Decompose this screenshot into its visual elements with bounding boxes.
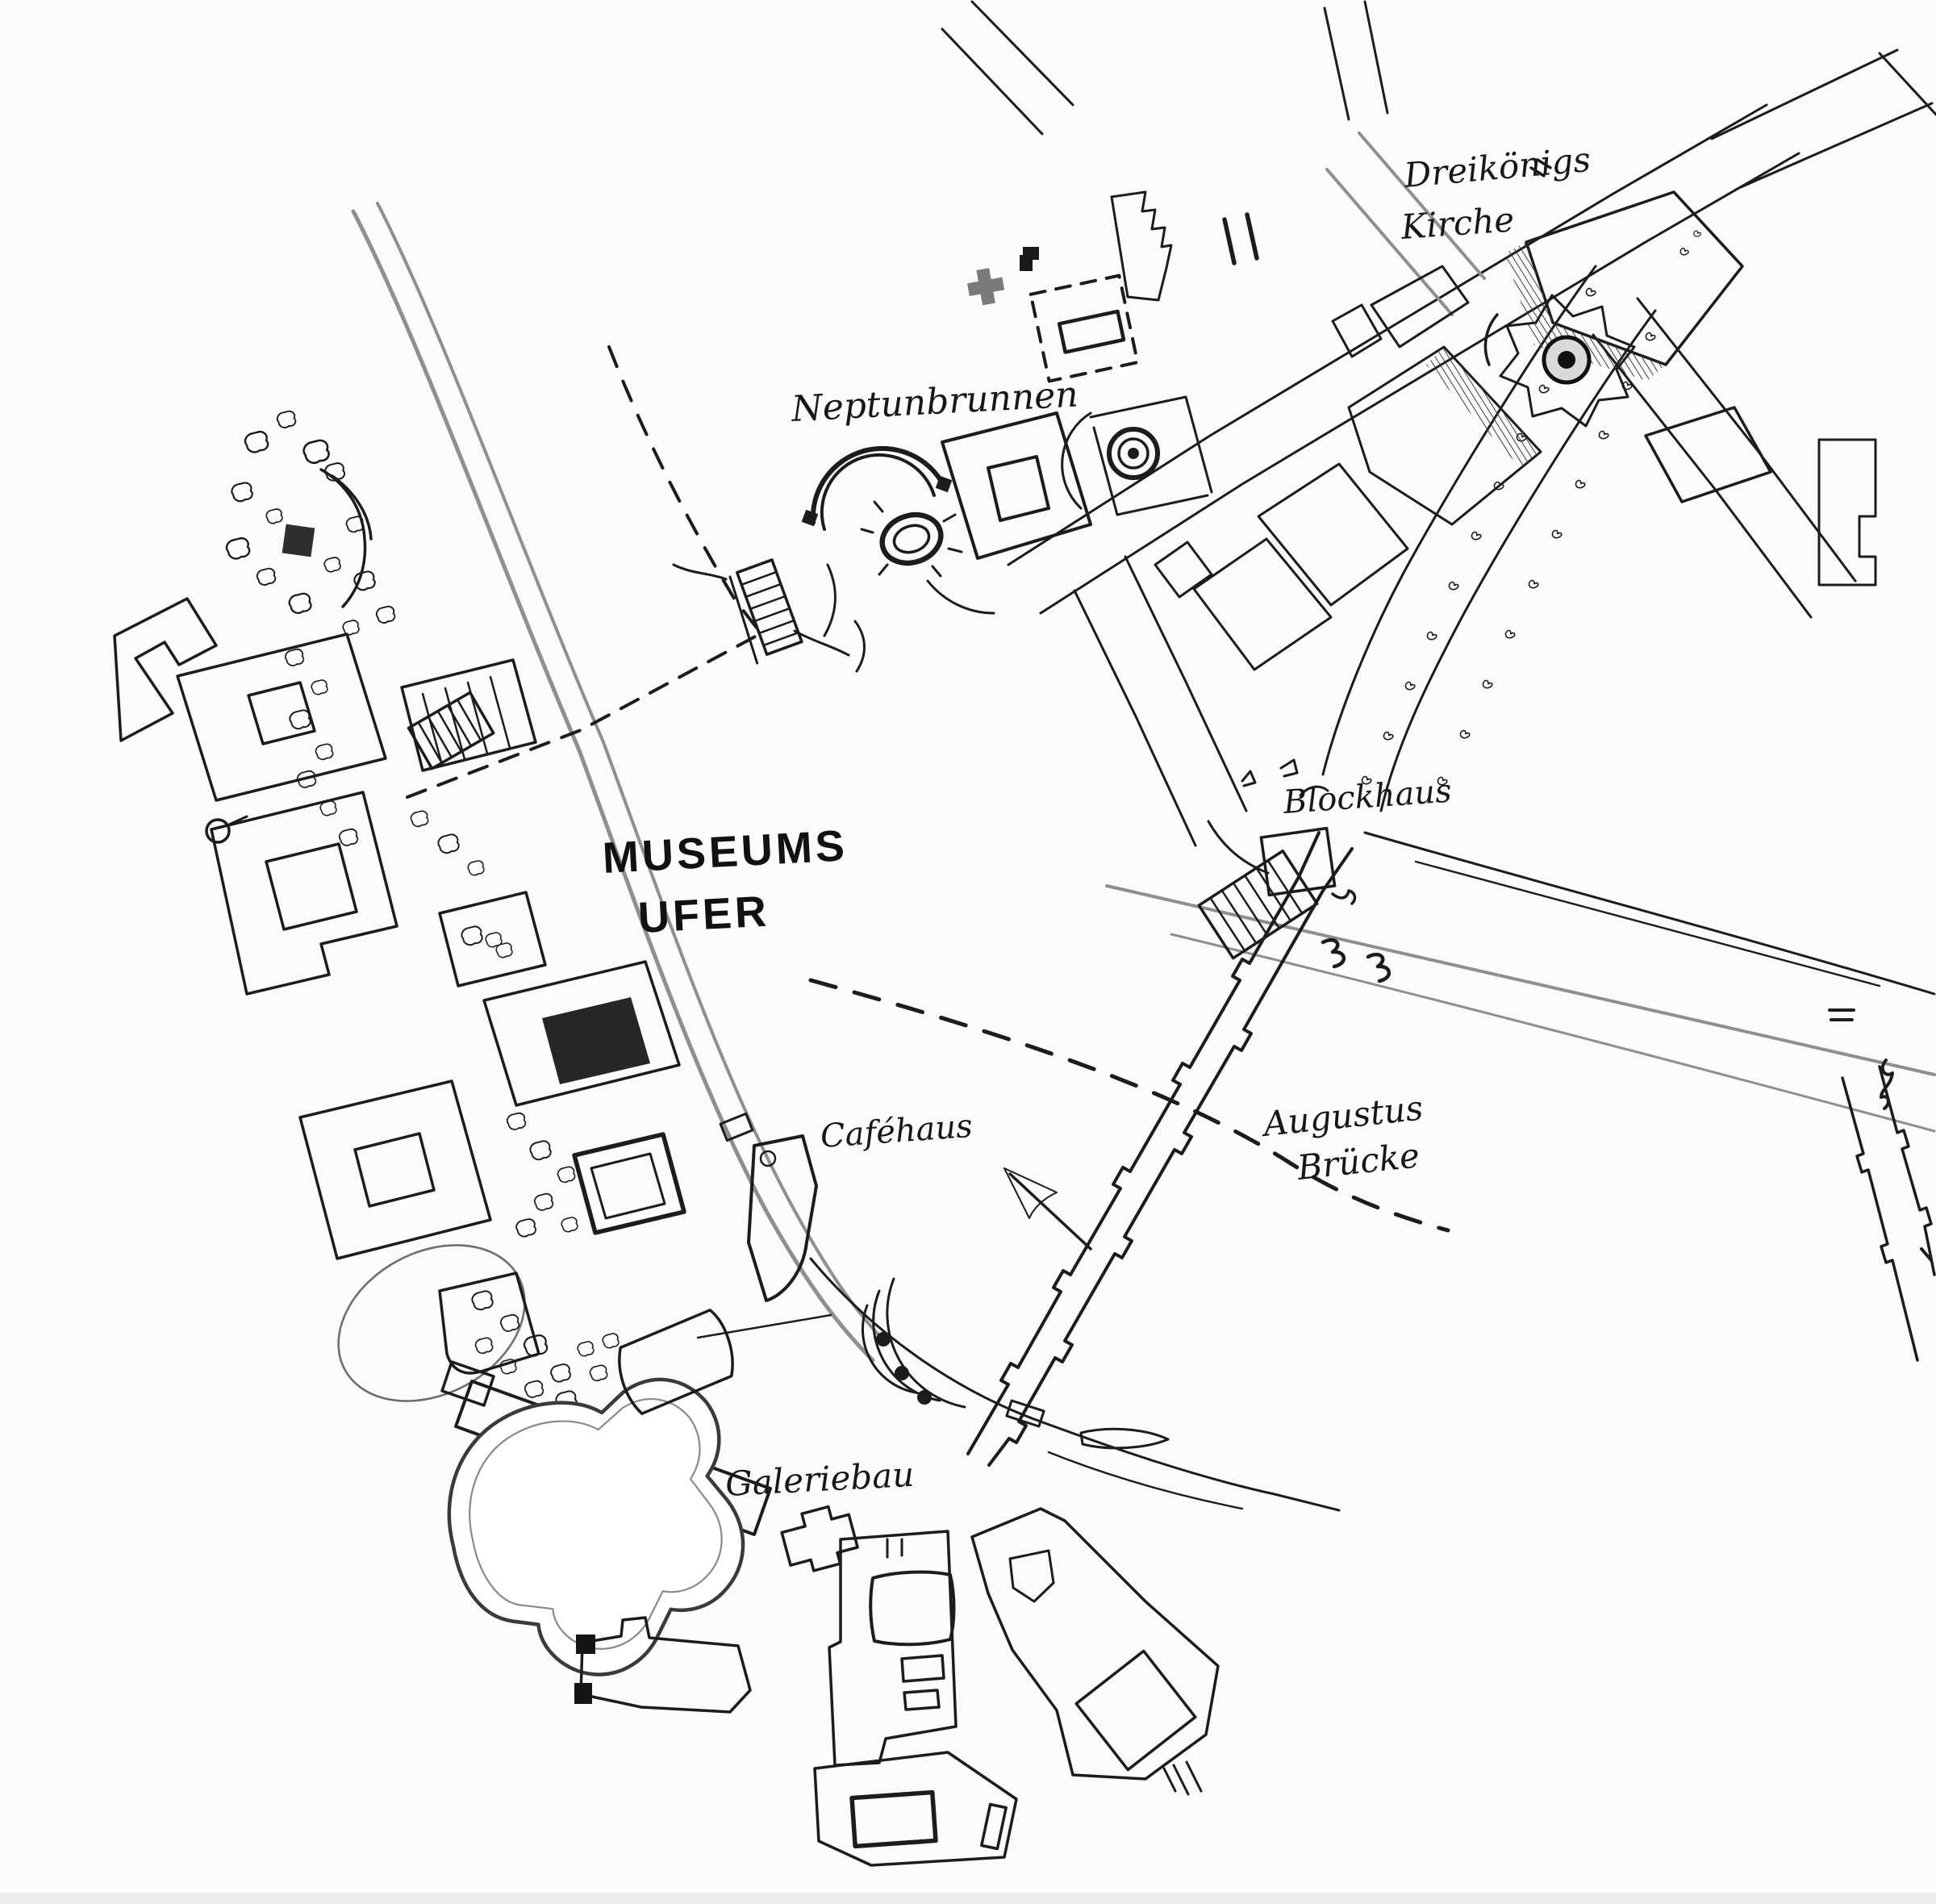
bridge-stairs xyxy=(1197,849,1319,960)
dashed-monument xyxy=(1028,273,1140,383)
label-cafehaus: Caféhaus xyxy=(819,1108,974,1155)
hatched-block xyxy=(1505,190,1744,381)
labels-layer: Dreikönigs Kirche Neptunbrunnen MUSEUMS … xyxy=(601,140,1592,1504)
water-ripple-icon xyxy=(1321,937,1346,969)
museum-building xyxy=(298,1079,492,1260)
sight-axis-dashed xyxy=(406,634,758,799)
label-augustusbruecke-2: Brücke xyxy=(1295,1135,1421,1188)
label-dreikoenigskirche-2: Kirche xyxy=(1399,199,1515,247)
label-galeriebau: Galeriebau xyxy=(724,1455,915,1504)
pencil-roads xyxy=(351,202,1936,1363)
museum-building xyxy=(176,633,387,802)
plaza-fountain xyxy=(1061,395,1213,516)
small-dark-building xyxy=(1020,247,1039,271)
jetty xyxy=(1005,1399,1045,1428)
map-mark xyxy=(205,818,231,844)
colonnade-arc xyxy=(810,445,946,525)
blockhaus-building xyxy=(1259,826,1337,897)
gallery-trees xyxy=(471,1290,620,1411)
label-augustusbruecke: Augustus xyxy=(1258,1088,1425,1144)
label-blockhaus: Blockhaus xyxy=(1281,773,1453,822)
park-monument xyxy=(282,524,315,557)
river-stairs xyxy=(728,558,803,665)
neustadt-district xyxy=(941,0,1936,996)
outlined-building xyxy=(1817,438,1877,587)
label-neptunbrunnen: Neptunbrunnen xyxy=(790,374,1079,430)
terrace-arcs xyxy=(861,1277,966,1409)
second-bridge xyxy=(1828,1008,1936,1362)
neptunbrunnen-ensemble xyxy=(801,411,1092,673)
outlined-building xyxy=(574,1616,752,1714)
monument-square xyxy=(572,1132,686,1235)
outlined-building xyxy=(618,1309,734,1415)
cafehaus-building xyxy=(719,1112,818,1302)
quatrefoil-building xyxy=(447,1377,745,1676)
museum-building xyxy=(210,791,398,996)
neptun-fountain-icon xyxy=(860,500,963,578)
garden-square xyxy=(438,891,547,987)
dreikoenigskirche-icon xyxy=(1483,294,1636,428)
outlined-building xyxy=(780,1505,859,1572)
bottom-cluster xyxy=(440,1309,1220,1867)
courtyard-building xyxy=(828,1530,958,1767)
small-cross-building xyxy=(967,268,1005,306)
sight-axis-dashed xyxy=(607,345,758,629)
paper-edge xyxy=(0,1893,1936,1904)
hatched-block xyxy=(1644,406,1772,503)
outlined-building xyxy=(813,1751,1018,1867)
label-museumsufer-2: UFER xyxy=(636,887,770,942)
museum-building xyxy=(482,960,681,1107)
label-museumsufer: MUSEUMS xyxy=(601,821,849,883)
label-dreikoenigskirche: Dreikönigs xyxy=(1402,140,1592,195)
terrace-building xyxy=(941,411,1092,560)
outlined-building xyxy=(970,1507,1220,1796)
museum-district xyxy=(113,345,850,1411)
north-arrow-icon xyxy=(1003,1167,1092,1251)
augustus-bridge-group xyxy=(966,758,1357,1467)
water-ripple-icon xyxy=(1366,952,1391,983)
bridge-edge xyxy=(987,847,1354,1467)
zigzag-building xyxy=(1110,190,1173,302)
outlined-building xyxy=(438,1271,540,1375)
pond xyxy=(337,1244,526,1402)
park-path xyxy=(319,468,373,608)
river-elements xyxy=(808,937,1936,1512)
road-gate xyxy=(407,691,495,770)
label-arrow-icon xyxy=(1529,158,1552,177)
colonnade-arc xyxy=(820,453,936,531)
boat xyxy=(1079,1427,1170,1450)
museum-building xyxy=(113,597,218,742)
channel-dashed xyxy=(808,978,1450,1233)
bridge-edge xyxy=(966,831,1321,1455)
